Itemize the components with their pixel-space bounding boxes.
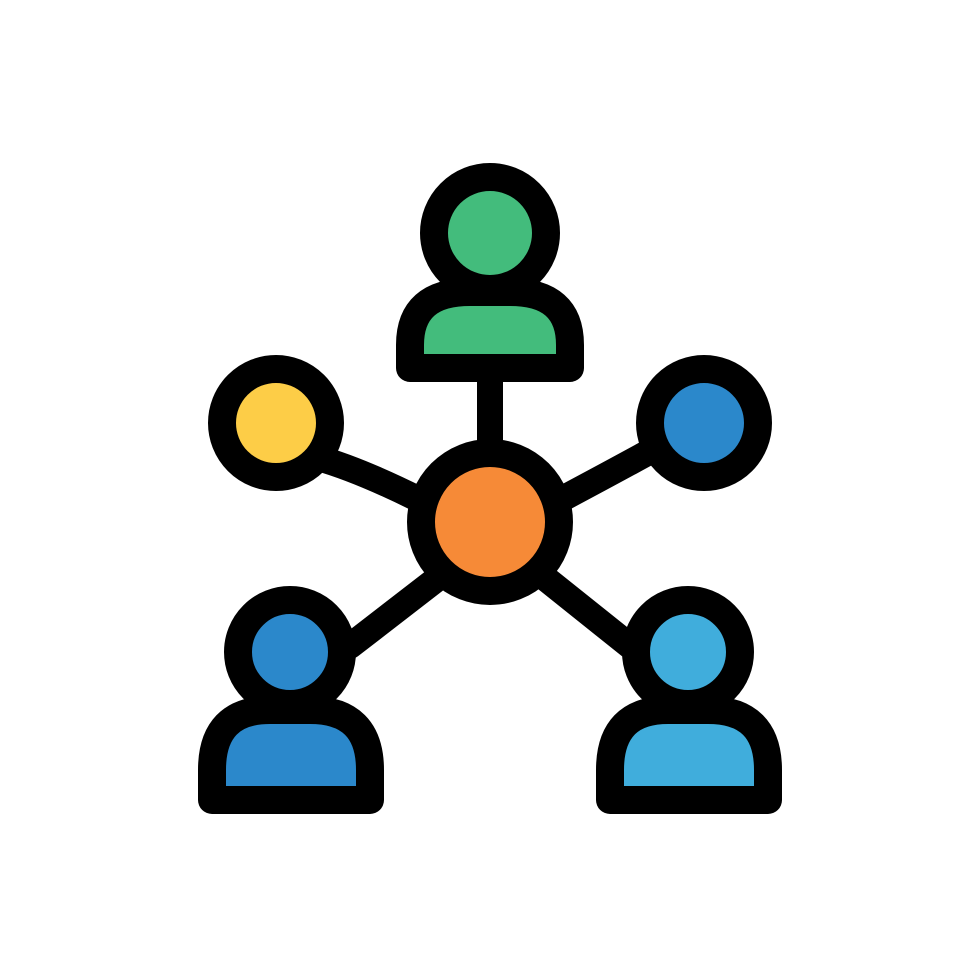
left-person-icon	[198, 586, 384, 814]
left-person-head	[224, 586, 356, 718]
right-person-head	[622, 586, 754, 718]
right-person-body	[596, 696, 782, 814]
connector-left	[305, 445, 433, 513]
hub-node	[407, 439, 573, 605]
left-person-body	[198, 696, 384, 814]
blue-node	[636, 355, 772, 491]
connector-bottom-left	[337, 565, 451, 659]
top-person-head	[420, 163, 560, 303]
yellow-node	[208, 355, 344, 491]
top-person-body	[396, 278, 584, 382]
connector-bottom-right	[532, 565, 643, 659]
right-person-icon	[596, 586, 782, 814]
top-person-icon	[396, 163, 584, 382]
